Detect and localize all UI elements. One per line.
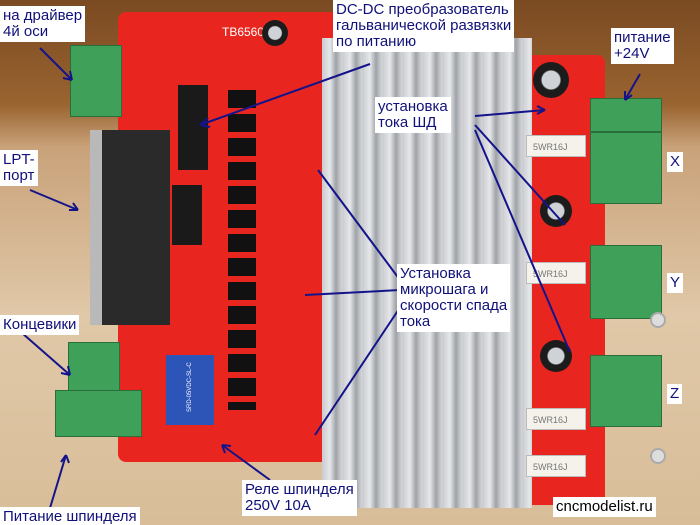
label-spindle-power: Питание шпинделя: [0, 507, 140, 525]
label-lpt-port: LPT- порт: [0, 150, 38, 186]
mount-screw: [650, 448, 666, 464]
arrow: [21, 332, 71, 376]
capacitor: [262, 20, 288, 46]
resistor: 5WR16J: [526, 262, 586, 284]
arrow: [304, 169, 406, 436]
resistor: 5WR16J: [526, 408, 586, 430]
arrow: [39, 47, 73, 81]
label-limits: Концевики: [0, 315, 80, 335]
arrow: [199, 63, 371, 128]
resistor: 5WR16J: [526, 135, 586, 157]
label-z-axis: Z: [667, 384, 683, 404]
fourth-axis-terminal: [70, 45, 122, 117]
label-microstep: Установка микрошага и скорости спада ток…: [397, 264, 511, 332]
arrow: [624, 73, 641, 101]
capacitor: [533, 62, 569, 98]
relay: SRD-05VDC-SL-C: [166, 355, 214, 425]
lpt-connector: [90, 130, 170, 325]
z-terminal: [590, 355, 662, 427]
label-power-24v: питание +24V: [611, 28, 674, 64]
y-terminal: [590, 245, 662, 319]
arrow: [221, 444, 271, 481]
mount-screw: [650, 312, 666, 328]
arrow: [474, 105, 546, 117]
ic: [172, 185, 202, 245]
label-y-axis: Y: [667, 273, 684, 293]
resistor: 5WR16J: [526, 455, 586, 477]
spindle-power-terminal: [55, 390, 142, 437]
label-fourth-axis: на драйвер 4й оси: [0, 6, 86, 42]
label-spindle-relay: Реле шпинделя 250V 10A: [242, 480, 357, 516]
arrow: [29, 189, 79, 211]
dcdc-module: [178, 85, 208, 170]
chip-row: [228, 90, 256, 410]
capacitor: [540, 195, 572, 227]
label-dcdc: DC-DC преобразователь гальванической раз…: [333, 0, 515, 52]
board-marking: TB6560: [222, 25, 265, 39]
site-watermark: cncmodelist.ru: [553, 497, 656, 517]
label-current-setting: установка тока ШД: [375, 97, 451, 133]
arrow: [474, 124, 571, 353]
x-terminal: [590, 132, 662, 204]
label-x-axis: X: [667, 152, 684, 172]
arrow: [49, 454, 70, 509]
